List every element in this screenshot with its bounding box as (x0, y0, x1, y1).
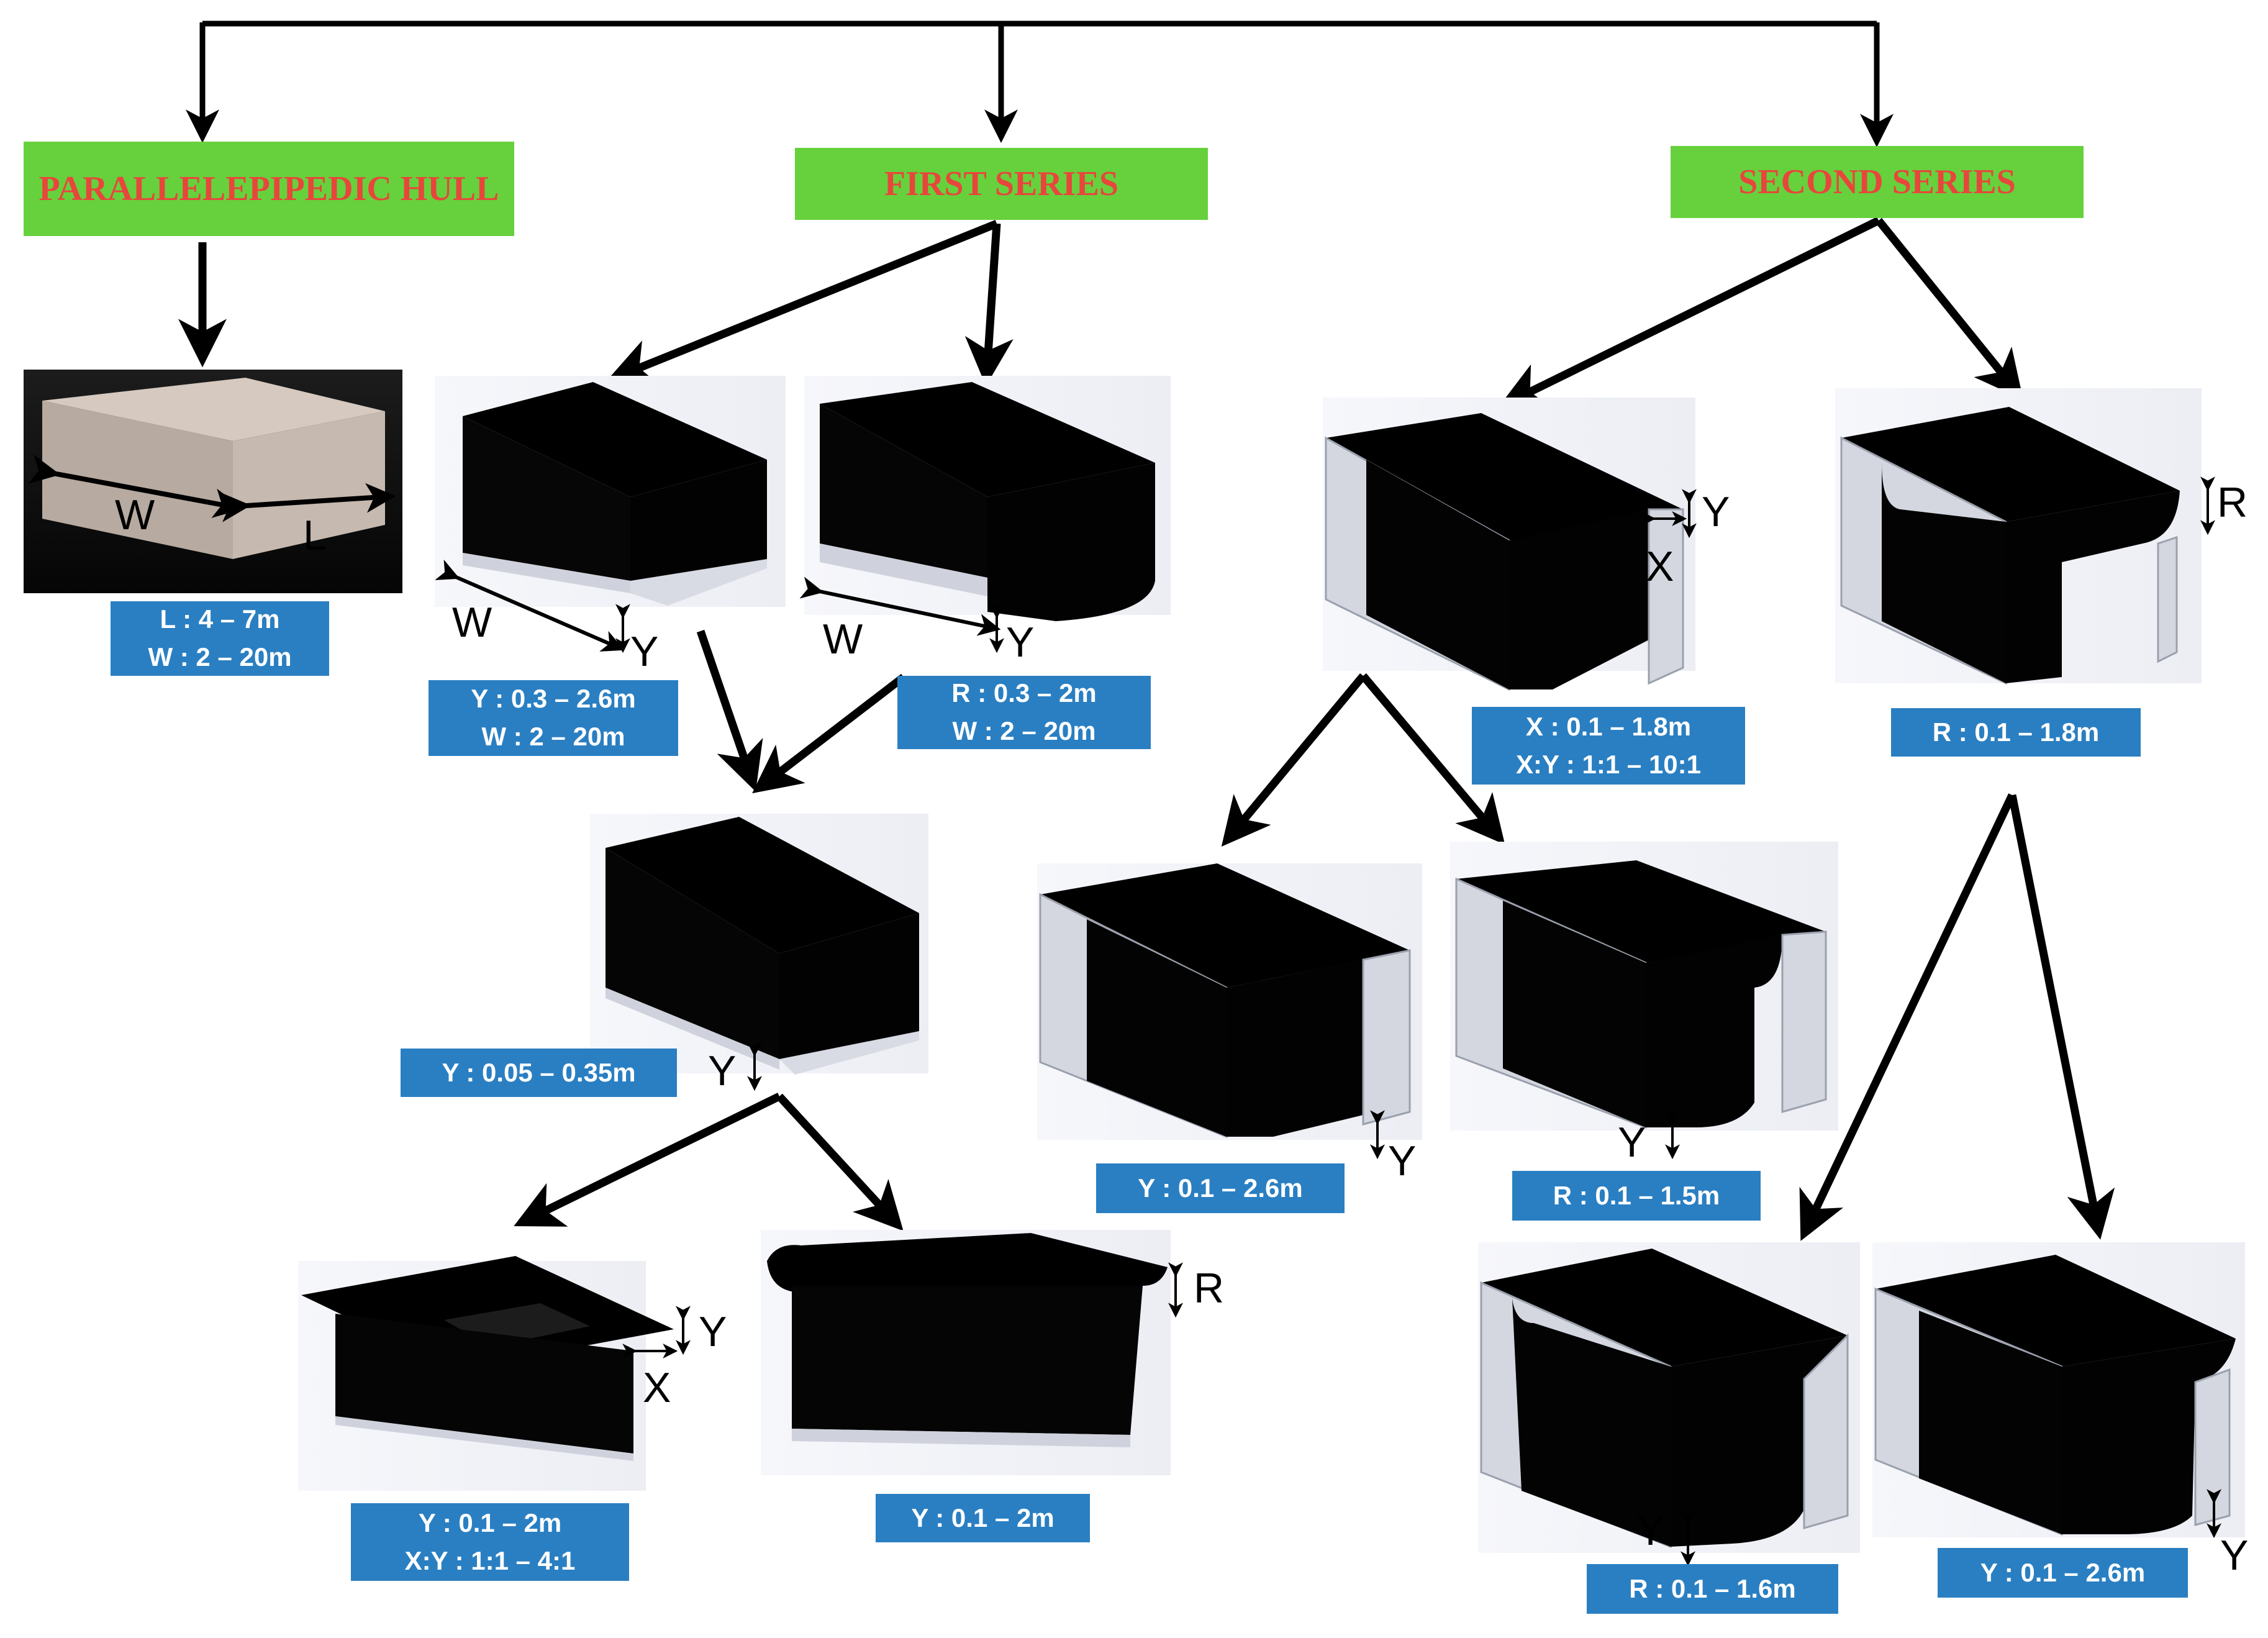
param-line: Y : 0.1 – 2m (911, 1503, 1055, 1532)
param-box-parallelepipedic: L : 4 – 7m W : 2 – 20m (111, 601, 329, 676)
param-line: Y : 0.05 – 0.35m (442, 1057, 636, 1087)
param-line: L : 4 – 7m (160, 604, 280, 634)
dimension-label-w: W (823, 616, 863, 663)
param-line: Y : 0.1 – 2.6m (1138, 1173, 1303, 1203)
dimension-label-y: Y (1388, 1137, 1417, 1185)
param-box-first-series-4: Y : 0.1 – 2m X:Y : 1:1 – 4:1 (351, 1503, 629, 1581)
param-line: X:Y : 1:1 – 10:1 (1515, 749, 1702, 779)
second-series-header: SECOND SERIES (1671, 146, 2084, 218)
param-line: R : 0.3 – 2m (951, 678, 1097, 708)
param-box-second-series-5: R : 0.1 – 1.6m (1587, 1564, 1838, 1614)
dimension-label-y: Y (708, 1047, 737, 1094)
second-series-hull-2 (1835, 388, 2215, 685)
first-series-hull-2 (799, 376, 1171, 653)
parallelepipedic-hull-image (24, 370, 402, 593)
param-line: W : 2 – 20m (481, 722, 625, 751)
dimension-label-y: Y (1636, 1507, 1665, 1554)
dimension-label-y: Y (2220, 1532, 2249, 1579)
param-box-second-series-3: Y : 0.1 – 2.6m (1096, 1163, 1345, 1213)
dimension-label-l: L (303, 512, 327, 559)
param-box-first-series-1: Y : 0.3 – 2.6m W : 2 – 20m (429, 680, 678, 756)
param-box-second-series-4: R : 0.1 – 1.5m (1512, 1171, 1761, 1221)
param-box-second-series-2: R : 0.1 – 1.8m (1891, 708, 2141, 757)
param-line: Y : 0.1 – 2m (418, 1508, 562, 1537)
second-series-hull-5 (1478, 1242, 1860, 1567)
param-line: Y : 0.1 – 2.6m (1980, 1557, 2146, 1587)
param-line: X : 0.1 – 1.8m (1525, 711, 1692, 741)
dimension-label-y: Y (1702, 488, 1730, 535)
first-series-hull-1 (435, 376, 786, 653)
dimension-label-w: W (452, 599, 492, 646)
first-series-header: FIRST SERIES (795, 148, 1208, 220)
flow-arrows (178, 217, 2115, 1241)
parallelepipedic-hull-header: PARALLELEPIPEDIC HULL (24, 142, 514, 236)
second-series-hull-6 (1872, 1242, 2245, 1539)
dimension-label-y: Y (699, 1308, 727, 1355)
second-series-hull-1 (1323, 398, 1697, 691)
param-line: W : 2 – 20m (952, 716, 1096, 745)
param-box-second-series-6: Y : 0.1 – 2.6m (1938, 1548, 2188, 1598)
dimension-label-r: R (2217, 479, 2248, 526)
first-series-hull-4 (298, 1256, 691, 1491)
dimension-label-y: Y (1618, 1119, 1646, 1166)
param-line: X:Y : 1:1 – 4:1 (404, 1545, 576, 1575)
dimension-label-y: Y (1006, 619, 1035, 666)
top-connector (186, 20, 1894, 148)
param-line: W : 2 – 20m (148, 642, 292, 671)
dimension-label-r: R (1194, 1265, 1225, 1312)
param-box-first-series-2: R : 0.3 – 2m W : 2 – 20m (897, 676, 1151, 749)
param-box-first-series-3: Y : 0.05 – 0.35m (401, 1049, 677, 1097)
second-series-hull-3 (1037, 863, 1422, 1160)
param-line: R : 0.1 – 1.5m (1553, 1180, 1720, 1210)
dimension-label-w: W (115, 491, 155, 539)
first-series-hull-5 (761, 1230, 1183, 1475)
param-box-first-series-5: Y : 0.1 – 2m (876, 1494, 1090, 1542)
first-series-hull-3 (590, 814, 928, 1091)
param-box-second-series-1: X : 0.1 – 1.8m X:Y : 1:1 – 10:1 (1472, 707, 1745, 785)
second-series-hull-4 (1450, 842, 1838, 1160)
param-line: R : 0.1 – 1.6m (1629, 1573, 1796, 1603)
dimension-label-x: X (1646, 543, 1674, 590)
dimension-label-y: Y (630, 628, 659, 675)
dimension-label-x: X (643, 1364, 671, 1411)
param-line: R : 0.1 – 1.8m (1932, 717, 2100, 747)
param-line: Y : 0.3 – 2.6m (471, 684, 636, 714)
